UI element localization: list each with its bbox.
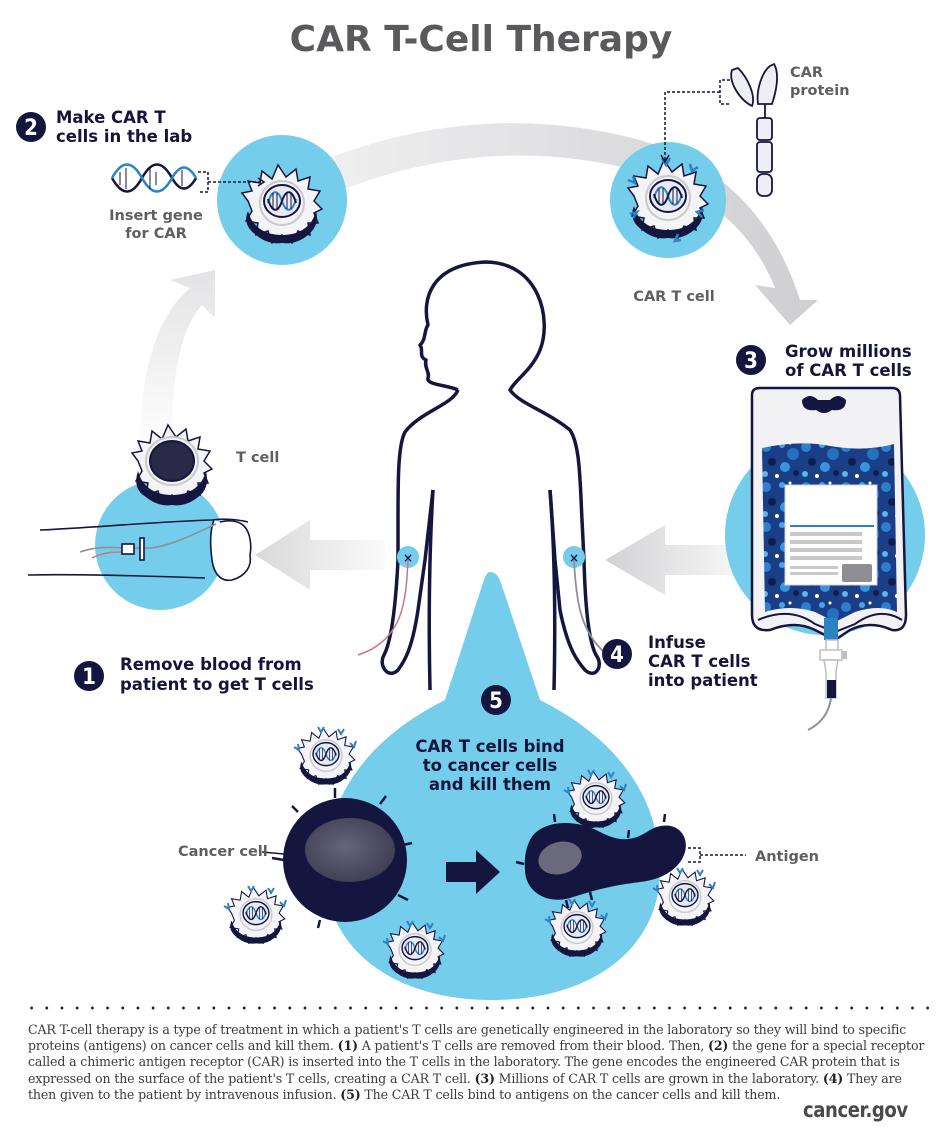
- step5-badge: [481, 685, 511, 715]
- arrow-lab-to-grow: [300, 123, 818, 325]
- caption-text: They are then given to the patient by in…: [28, 1070, 902, 1102]
- step4-label-line1: Infuse: [648, 633, 706, 652]
- step4-number: 4: [610, 643, 624, 668]
- antigen-pointer: [688, 847, 746, 863]
- caption-step-ref: (5): [340, 1086, 361, 1102]
- x-mark-icon: ×: [403, 551, 413, 565]
- separator-dotted: [24, 1006, 929, 1010]
- step3-number: 3: [744, 349, 758, 374]
- iv-bag-icon: [750, 386, 908, 731]
- caption-step-ref: (4): [822, 1070, 844, 1086]
- step3-badge: [736, 345, 766, 375]
- step4-badge: [602, 639, 632, 669]
- car-t-cell-label: CAR T cell: [633, 289, 714, 305]
- step5-number: 5: [489, 689, 503, 714]
- iv-line-left: [357, 559, 409, 656]
- source-logo: cancer.gov: [803, 1098, 908, 1122]
- step4-label-line3: into patient: [648, 671, 758, 690]
- car-protein-label-1: CAR: [790, 65, 823, 81]
- iv-site-right: [563, 546, 585, 568]
- arrow-grow-to-infuse: [605, 525, 735, 595]
- iv-line-right: [573, 559, 605, 653]
- car-protein-icon: [660, 62, 778, 197]
- t-cell-icon: [130, 423, 214, 506]
- caption-text: CAR T-cell therapy is a type of treatmen…: [28, 1022, 907, 1054]
- arm-with-iv-icon: [27, 518, 252, 582]
- caption-text: the gene for a special receptor called a…: [28, 1038, 925, 1086]
- step5-label-line1: CAR T cells bind: [415, 737, 564, 756]
- caption-text: The CAR T cells bind to antigens on the …: [360, 1086, 781, 1102]
- step2-badge: [16, 112, 46, 142]
- cancer-cell-pointer: [261, 851, 285, 855]
- arrow-remove-to-lab: [140, 270, 215, 450]
- arrow-body-to-remove: [255, 520, 385, 590]
- caption-text: A patient's T cells are removed from the…: [357, 1038, 709, 1054]
- step3-label-line1: Grow millions: [785, 342, 912, 361]
- car-t-cell-mini: [653, 868, 715, 926]
- step1-label-line2: patient to get T cells: [120, 675, 314, 694]
- caption-step-ref: (1): [337, 1038, 358, 1054]
- car-t-cell-mini: [294, 727, 356, 785]
- cancer-cell-icon: [271, 788, 413, 929]
- antigen-label: Antigen: [755, 849, 819, 865]
- iv-site-left: [397, 546, 419, 568]
- caption-step-ref: (3): [474, 1070, 495, 1086]
- page-title: CAR T-Cell Therapy: [290, 19, 673, 60]
- step3-label-line2: of CAR T cells: [785, 361, 912, 380]
- cancer-cell-label: Cancer cell: [178, 844, 268, 860]
- car-t-cell-mini: [224, 886, 286, 944]
- patient-body-outline: [380, 260, 601, 691]
- step1-number: 1: [82, 665, 96, 690]
- t-cell-label: T cell: [236, 450, 279, 466]
- dying-cancer-cell-icon: [515, 813, 686, 909]
- step2-number: 2: [24, 116, 38, 141]
- car-t-cell-diagram: CAR T-Cell Therapy Insert gene for CAR 2…: [16, 19, 925, 1000]
- step2-label-line1: Make CAR T: [56, 108, 166, 127]
- insert-gene-label-2: for CAR: [125, 226, 187, 242]
- description-caption: CAR T-cell therapy is a type of treatmen…: [28, 1022, 928, 1103]
- dna-gene-icon: [110, 163, 266, 193]
- kill-arrow-icon: [446, 850, 500, 894]
- caption-step-ref: (2): [708, 1038, 729, 1054]
- step1-label-line1: Remove blood from: [120, 655, 302, 674]
- car-protein-label-2: protein: [790, 83, 850, 99]
- step2-label-line2: cells in the lab: [56, 127, 192, 146]
- step1-badge: [74, 661, 104, 691]
- insert-gene-label-1: Insert gene: [109, 208, 203, 224]
- step4-label-line2: CAR T cells: [648, 652, 751, 671]
- step5-label-line3: and kill them: [429, 775, 551, 794]
- caption-text: Millions of CAR T cells are grown in the…: [494, 1070, 823, 1086]
- x-mark-icon: ×: [569, 551, 579, 565]
- step5-label-line2: to cancer cells: [423, 756, 558, 775]
